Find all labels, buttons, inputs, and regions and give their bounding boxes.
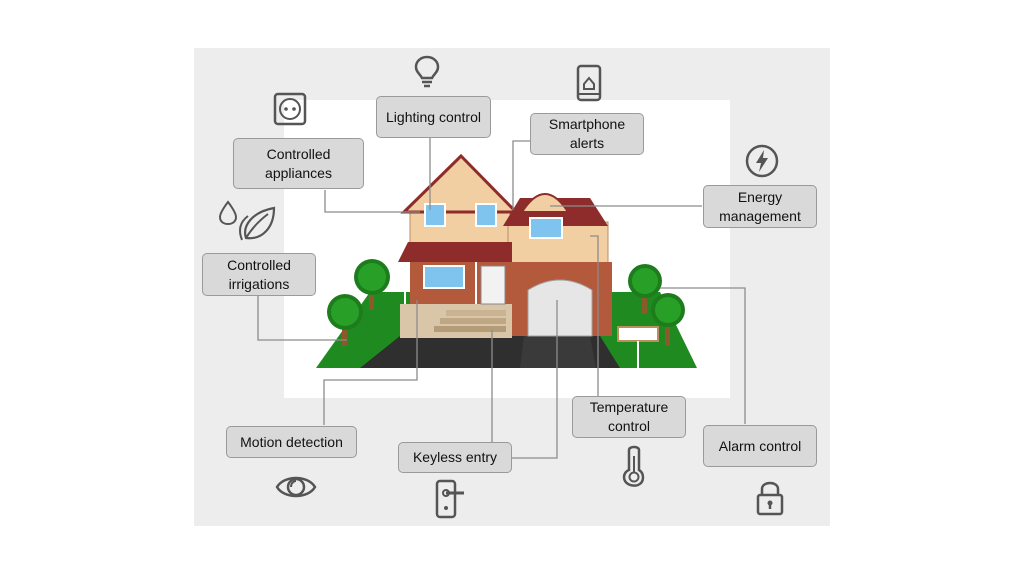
padlock-icon (756, 481, 784, 516)
garage-door (527, 279, 593, 337)
tree-left-front (327, 294, 363, 346)
driveway (520, 336, 596, 368)
label-motion-detection: Motion detection (226, 426, 357, 458)
yard-sign (617, 326, 659, 342)
light-bulb-icon (414, 55, 440, 88)
label-energy-management: Energy management (703, 185, 817, 228)
lightning-bolt-icon (745, 144, 779, 178)
label-lighting-control: Lighting control (376, 96, 491, 138)
label-controlled-irrigations: Controlled irrigations (202, 253, 316, 296)
tree-left-back (354, 259, 390, 310)
tree-right-back (628, 264, 662, 314)
porch-roof (398, 242, 512, 262)
label-alarm-control: Alarm control (703, 425, 817, 467)
window-upper-left (424, 203, 446, 227)
front-door (480, 265, 506, 305)
thermometer-icon (622, 445, 645, 487)
dormer-arch (520, 193, 570, 213)
door-handle-icon (435, 479, 464, 519)
label-keyless-entry: Keyless entry (398, 442, 512, 473)
smartphone-icon (576, 64, 602, 102)
power-outlet-icon (273, 92, 307, 126)
label-temperature-control: Temperature control (572, 396, 686, 438)
window-dormer (529, 217, 563, 239)
label-smartphone-alerts: Smartphone alerts (530, 113, 644, 155)
label-controlled-appliances: Controlled appliances (233, 138, 364, 189)
water-drop-leaf-icon (218, 200, 276, 241)
window-upper-right (475, 203, 497, 227)
tree-right-front (651, 293, 685, 346)
eye-icon (275, 476, 317, 498)
connector-lines (257, 137, 746, 459)
window-lower (423, 265, 465, 289)
porch-steps (434, 310, 506, 332)
main-gable-roof (400, 153, 520, 214)
